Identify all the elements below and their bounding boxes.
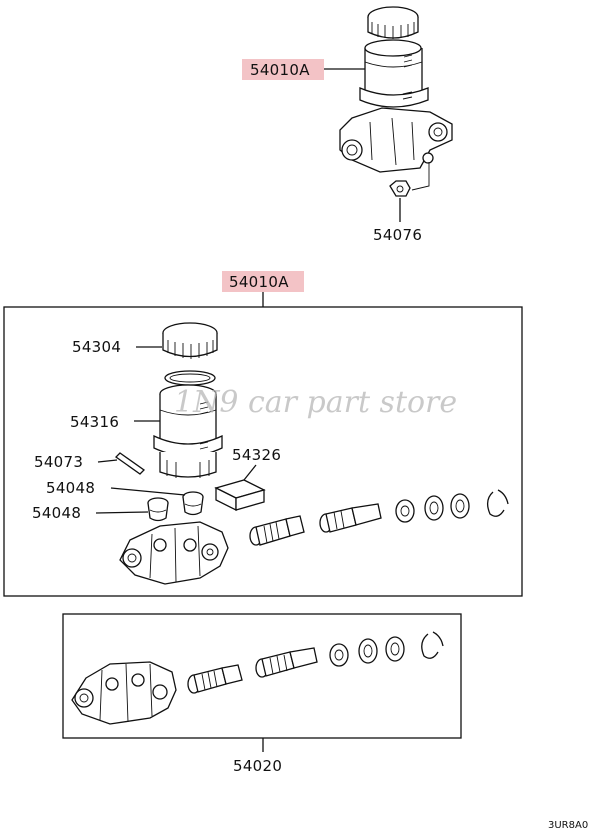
block-part-label: 54326 (232, 446, 281, 464)
pin-part-label: 54073 (34, 453, 83, 471)
top-part-label: 54010A (250, 61, 310, 79)
top-part-highlight (242, 59, 324, 80)
top-master-cylinder-assembly (339, 6, 453, 222)
nut-part-label: 54076 (373, 226, 422, 244)
diagram-code: 3UR8A0 (548, 820, 588, 831)
reservoir-part-label: 54316 (70, 413, 119, 431)
cap-part-label: 54304 (72, 338, 121, 356)
exploded-view-frame (3, 306, 523, 597)
lower-part-label: 54020 (233, 757, 282, 775)
top-part-label-group: 54010A (242, 59, 365, 80)
store-watermark: 1N9 car part store (174, 385, 457, 420)
grommet-part-label-2: 54048 (32, 504, 81, 522)
lower-assembly-frame (62, 613, 462, 739)
grommet-part-label-1: 54048 (46, 479, 95, 497)
assembly-label: 54010A (229, 273, 289, 291)
exploded-view-group: 54010A (3, 271, 523, 597)
assembly-highlight (222, 271, 304, 292)
lower-assembly-group (62, 613, 462, 752)
primary-piston (249, 515, 305, 546)
secondary-piston (319, 503, 382, 533)
